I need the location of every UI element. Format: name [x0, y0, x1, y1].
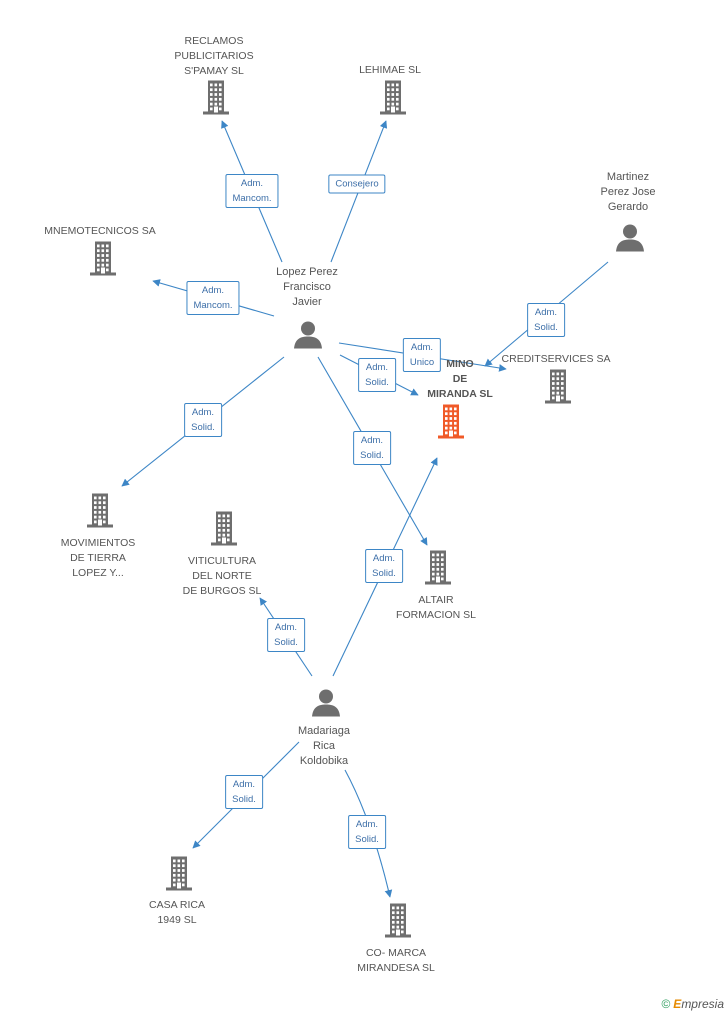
madariaga-person-icon[interactable] — [311, 688, 341, 723]
martinez-person-icon[interactable] — [615, 223, 645, 258]
madariaga-label[interactable]: Madariaga Rica Koldobika — [298, 725, 350, 767]
comarca-building-icon[interactable] — [383, 903, 413, 943]
reclamos-label[interactable]: RECLAMOS PUBLICITARIOS S'PAMAY SL — [174, 35, 254, 77]
edge-label-madariaga-to-viticultura[interactable]: Adm. Solid. — [267, 618, 305, 652]
creditservices-building-icon[interactable] — [543, 369, 573, 409]
altair-building-icon[interactable] — [423, 550, 453, 590]
edge-label-madariaga-to-casarica[interactable]: Adm. Solid. — [225, 775, 263, 809]
camino-building-icon[interactable] — [436, 404, 466, 444]
movimientos-building-icon[interactable] — [85, 493, 115, 533]
reclamos-building-icon[interactable] — [201, 80, 231, 120]
brand-name: mpresia — [681, 997, 724, 1011]
edge-label-lopez-to-altair[interactable]: Adm. Solid. — [353, 431, 391, 465]
edge-label-lopez-to-creditservices[interactable]: Adm. Unico — [402, 338, 442, 372]
lehimae-label[interactable]: LEHIMAE SL — [359, 64, 421, 76]
viticultura-building-icon[interactable] — [209, 511, 239, 551]
brand-footer: ©Empresia — [661, 997, 724, 1011]
creditservices-label[interactable]: CREDITSERVICES SA — [501, 353, 611, 365]
lopez-label[interactable]: Lopez Perez Francisco Javier — [276, 266, 338, 308]
edge-label-lopez-to-movimientos[interactable]: Adm. Solid. — [184, 403, 222, 437]
edge-label-madariaga-to-comarca[interactable]: Adm. Solid. — [348, 815, 386, 849]
comarca-label[interactable]: CO- MARCA MIRANDESA SL — [357, 947, 435, 974]
edge-label-lopez-to-lehimae[interactable]: Consejero — [328, 174, 386, 194]
lopez-person-icon[interactable] — [293, 320, 323, 355]
edge-label-lopez-to-camino[interactable]: Adm. Solid. — [358, 358, 396, 392]
camino-label[interactable]: MINO DE MIRANDA SL — [427, 358, 493, 400]
mnemotecnicos-label[interactable]: MNEMOTECNICOS SA — [44, 225, 156, 237]
martinez-label[interactable]: Martinez Perez Jose Gerardo — [600, 171, 656, 213]
altair-label[interactable]: ALTAIR FORMACION SL — [396, 594, 476, 621]
brand-initial: E — [673, 997, 682, 1011]
edge-label-madariaga-to-camino[interactable]: Adm. Solid. — [365, 549, 403, 583]
edge-label-lopez-to-mnemotecnicos[interactable]: Adm. Mancom. — [186, 281, 240, 315]
lehimae-building-icon[interactable] — [378, 80, 408, 120]
mnemotecnicos-building-icon[interactable] — [88, 241, 118, 281]
edge-label-lopez-to-reclamos[interactable]: Adm. Mancom. — [225, 174, 279, 208]
edge-label-martinez-to-creditservices[interactable]: Adm. Solid. — [527, 303, 565, 337]
movimientos-label[interactable]: MOVIMIENTOS DE TIERRA LOPEZ Y... — [60, 537, 136, 579]
viticultura-label[interactable]: VITICULTURA DEL NORTE DE BURGOS SL — [182, 555, 262, 597]
casarica-label[interactable]: CASA RICA 1949 SL — [148, 899, 206, 926]
copyright-mark: © — [661, 997, 671, 1011]
casarica-building-icon[interactable] — [164, 856, 194, 896]
